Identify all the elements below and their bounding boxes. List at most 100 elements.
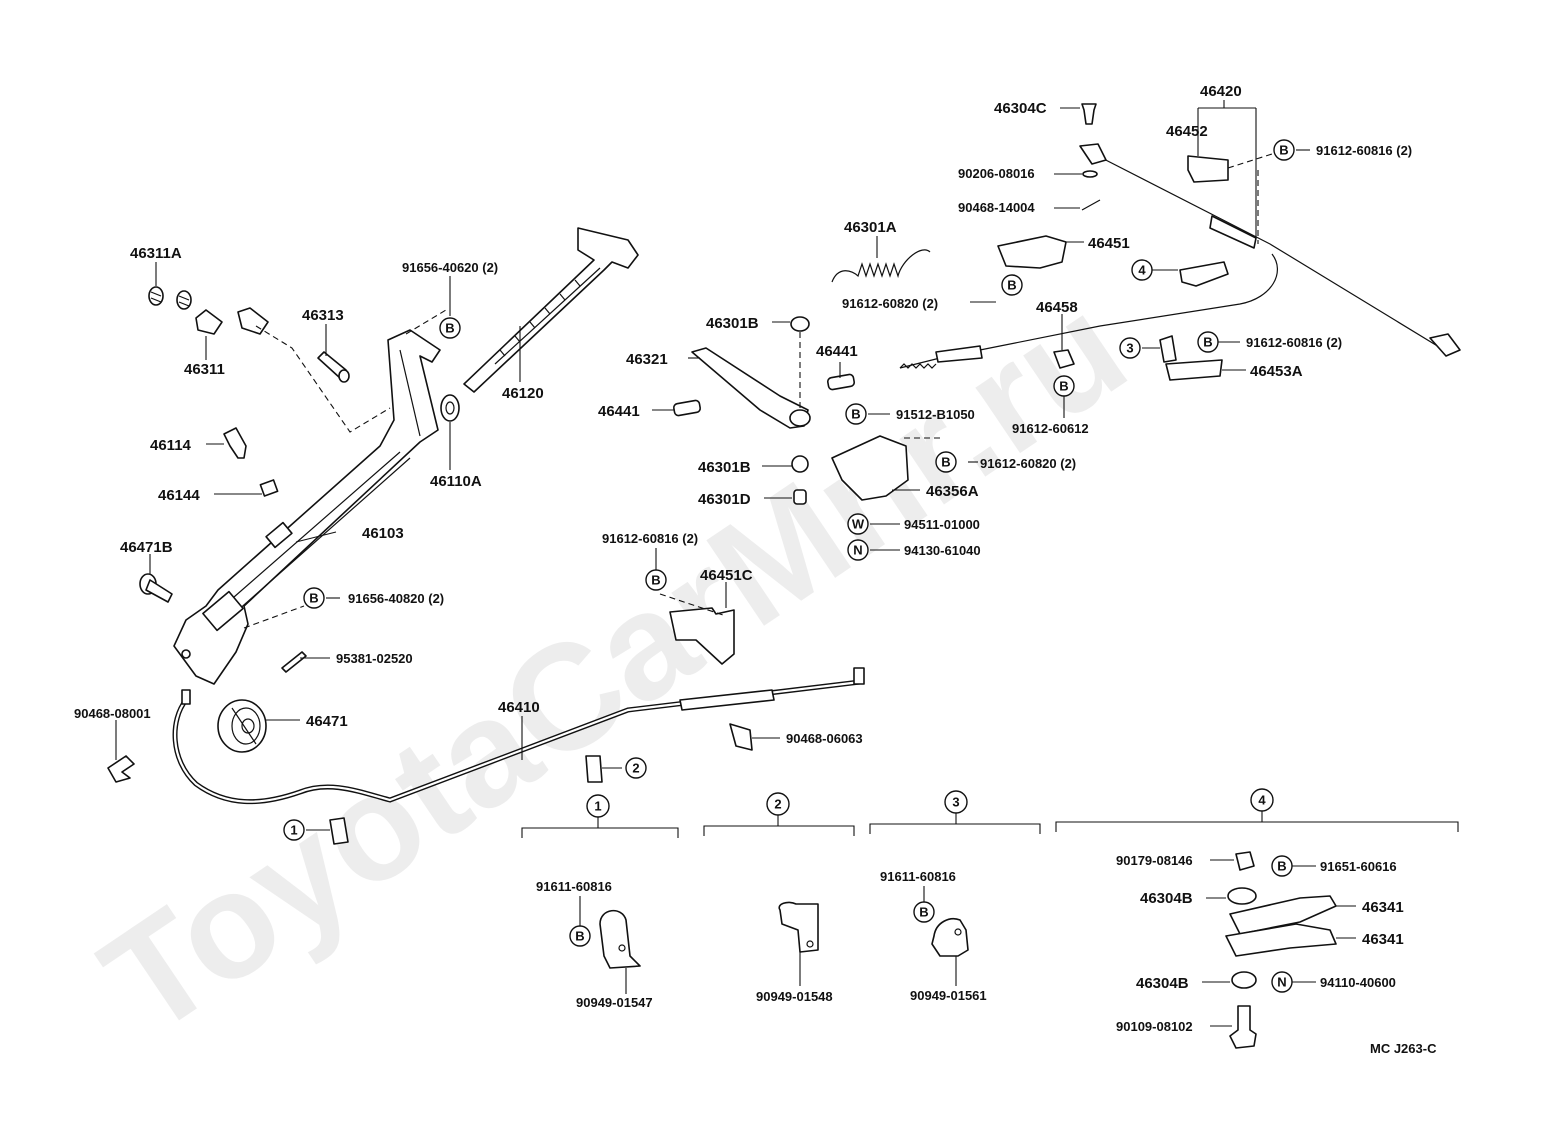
label-90206-08016: 90206-08016 <box>958 166 1035 181</box>
pin-46313 <box>317 351 350 383</box>
label-46441-left: 46441 <box>598 403 640 420</box>
svg-text:B: B <box>919 905 928 920</box>
detail-group-1: 1 91611-60816 B 90949-01547 <box>521 794 679 1010</box>
label-g3-bolt: 91611-60816 <box>880 869 956 884</box>
label-g1-bolt: 91611-60816 <box>536 879 612 894</box>
label-46451C: 46451C <box>700 567 753 584</box>
clamp-90949-01547 <box>599 909 641 969</box>
clip-46458 <box>1053 349 1075 369</box>
label-90468-14004: 90468-14004 <box>958 200 1035 215</box>
label-46441-right: 46441 <box>816 343 858 360</box>
label-94511-01000: 94511-01000 <box>904 517 980 532</box>
bracket-46453A <box>1165 359 1223 381</box>
symbol-b-91612-60816-c: B <box>1197 331 1219 353</box>
label-g4-bolt: 91651-60616 <box>1320 859 1397 874</box>
lever-group-4-preview <box>1179 261 1229 287</box>
svg-text:B: B <box>651 573 660 588</box>
bushing-46301B-top <box>790 316 810 332</box>
label-91612-60612: 91612-60612 <box>1012 421 1089 436</box>
equalizer-assembly <box>659 249 944 665</box>
label-46452: 46452 <box>1166 123 1208 140</box>
clip-46144 <box>259 479 279 497</box>
parking-brake-handle-rod <box>463 227 639 393</box>
svg-text:1: 1 <box>290 823 297 838</box>
pin-46441-right <box>826 373 856 391</box>
svg-text:B: B <box>1279 143 1288 158</box>
svg-text:B: B <box>941 455 950 470</box>
svg-text:3: 3 <box>952 795 959 810</box>
lever-bracket <box>173 329 441 685</box>
label-46453A: 46453A <box>1250 363 1303 380</box>
svg-text:B: B <box>1059 379 1068 394</box>
bushing-46304B-bottom <box>1231 971 1257 989</box>
bushing-46301B-bottom <box>791 455 809 473</box>
pawl-46311 <box>195 309 223 335</box>
label-90468-06063: 90468-06063 <box>786 731 863 746</box>
marker-2-inline: 2 <box>625 757 647 779</box>
symbol-b-91612-60816-a: B <box>645 569 667 591</box>
svg-text:N: N <box>1277 975 1286 990</box>
symbol-b-91612-60612: B <box>1053 375 1075 397</box>
detail-group-2: 2 90949-01548 <box>703 792 855 1004</box>
clamp-group-3-preview <box>1159 335 1177 363</box>
label-91612-60820-a: 91612-60820 (2) <box>842 296 938 311</box>
release-pawl-46114 <box>223 427 247 459</box>
return-spring-46301A <box>831 249 931 283</box>
svg-text:B: B <box>1277 859 1286 874</box>
symbol-b-91512-B1050: B <box>845 403 867 425</box>
symbol-b-91612-60816-b: B <box>1273 139 1295 161</box>
label-46120: 46120 <box>502 385 544 402</box>
svg-text:B: B <box>1203 335 1212 350</box>
label-46110A: 46110A <box>430 473 482 490</box>
label-46301D: 46301D <box>698 491 751 508</box>
label-46103: 46103 <box>362 525 404 542</box>
label-g4-n: 94110-40600 <box>1320 975 1396 990</box>
symbol-b-91612-60820-b: B <box>935 451 957 473</box>
label-46410: 46410 <box>498 699 540 716</box>
label-g4-bush-bot: 46304B <box>1136 975 1189 992</box>
svg-text:B: B <box>445 321 454 336</box>
label-g4-lever-b: 46341 <box>1362 931 1404 948</box>
label-91656-40820: 91656-40820 (2) <box>348 591 444 606</box>
label-g4-bush-top: 46304B <box>1140 890 1193 907</box>
bolt-46304C <box>1081 103 1097 125</box>
rear-cable-assembly <box>899 103 1461 381</box>
label-46144: 46144 <box>158 487 200 504</box>
bushing-46301D <box>793 489 807 505</box>
pawl-piece <box>237 307 269 335</box>
detail-group-3: 3 91611-60816 B 90949-01561 <box>869 790 1041 1003</box>
label-46321: 46321 <box>626 351 668 368</box>
label-46313: 46313 <box>302 307 344 324</box>
label-46451: 46451 <box>1088 235 1130 252</box>
label-91612-60816-b: 91612-60816 (2) <box>1316 143 1412 158</box>
label-46301A: 46301A <box>844 219 897 236</box>
label-46471B: 46471B <box>120 539 173 556</box>
svg-text:2: 2 <box>632 761 639 776</box>
bracket-46452 <box>1187 155 1229 183</box>
svg-text:B: B <box>851 407 860 422</box>
label-46458: 46458 <box>1036 299 1078 316</box>
symbol-markers: B B B B B W N B B B B <box>303 139 1295 609</box>
label-46114: 46114 <box>150 437 192 454</box>
spring-pair <box>148 286 192 310</box>
lever-46341-lower <box>1225 923 1337 957</box>
clip-90468-06063 <box>729 723 753 751</box>
symbol-w-94511-01000: W <box>847 513 869 535</box>
detail-group-4: 4 90179-08146 B 91651-60616 46304B 46341… <box>1055 788 1459 1049</box>
label-91656-40620: 91656-40620 (2) <box>402 260 498 275</box>
cable-clamp-on-cable <box>585 755 603 783</box>
marker-1-inline: 1 <box>283 819 305 841</box>
cotter-pin <box>281 651 307 673</box>
label-94130-61040: 94130-61040 <box>904 543 981 558</box>
lever-bushing <box>440 394 460 422</box>
cable-pulley-46471 <box>217 699 267 753</box>
label-46304C: 46304C <box>994 100 1047 117</box>
svg-text:N: N <box>853 543 862 558</box>
front-brake-cable-46410 <box>172 667 865 805</box>
group-markers-inline: 4 3 2 1 <box>283 259 1153 841</box>
svg-text:W: W <box>852 517 865 532</box>
bushing-46304B-top <box>1227 887 1257 905</box>
svg-text:B: B <box>575 929 584 944</box>
pin-46471B <box>139 573 173 603</box>
